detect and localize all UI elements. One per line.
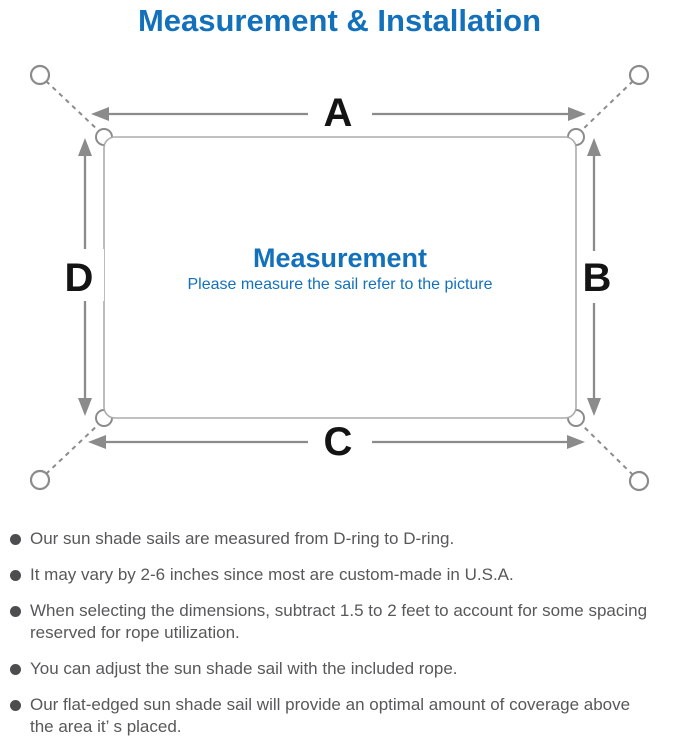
dimension-label-b: B — [583, 256, 612, 300]
label-mask-b — [578, 251, 618, 303]
measurement-diagram: A B C D Measurement Please measure the s… — [29, 64, 650, 492]
diagram-center-title: Measurement — [253, 243, 427, 273]
note-text: It may vary by 2-6 inches since most are… — [30, 565, 514, 584]
bullet-icon — [10, 534, 21, 545]
page-title: Measurement & Installation — [137, 3, 542, 38]
list-item: Our sun shade sails are measured from D-… — [10, 528, 675, 550]
rope-dashed-line-top-right — [579, 80, 634, 133]
list-item: You can adjust the sun shade sail with t… — [10, 658, 675, 680]
anchor-point-circle-bottom-left — [29, 469, 51, 491]
note-text: Our flat-edged sun shade sail will provi… — [30, 695, 631, 736]
list-item: It may vary by 2-6 inches since most are… — [10, 564, 675, 586]
instruction-notes-list: Our sun shade sails are measured from D-… — [0, 528, 679, 738]
bullet-icon — [10, 606, 21, 617]
dimension-label-c: C — [324, 420, 353, 464]
note-text: When selecting the dimensions, subtract … — [30, 601, 648, 642]
label-mask-a — [308, 93, 372, 133]
rope-dashed-line-top-left — [45, 80, 101, 133]
dimension-label-a: A — [324, 91, 353, 135]
bullet-icon — [10, 700, 21, 711]
label-mask-d — [60, 249, 104, 301]
dimension-label-d: D — [65, 256, 94, 300]
anchor-point-circle-top-left — [29, 64, 51, 86]
rope-dashed-line-bottom-left — [45, 422, 101, 475]
anchor-point-circle-bottom-right — [628, 470, 650, 492]
note-text: Our sun shade sails are measured from D-… — [30, 529, 455, 548]
note-text: You can adjust the sun shade sail with t… — [30, 659, 458, 678]
list-item: When selecting the dimensions, subtract … — [10, 600, 675, 644]
diagram-center-subtitle: Please measure the sail refer to the pic… — [187, 276, 492, 293]
bullet-icon — [10, 570, 21, 581]
rope-dashed-line-bottom-right — [579, 422, 634, 476]
list-item: Our flat-edged sun shade sail will provi… — [10, 694, 675, 738]
bullet-icon — [10, 664, 21, 675]
label-mask-c — [308, 422, 372, 462]
anchor-point-circle-top-right — [628, 64, 650, 86]
